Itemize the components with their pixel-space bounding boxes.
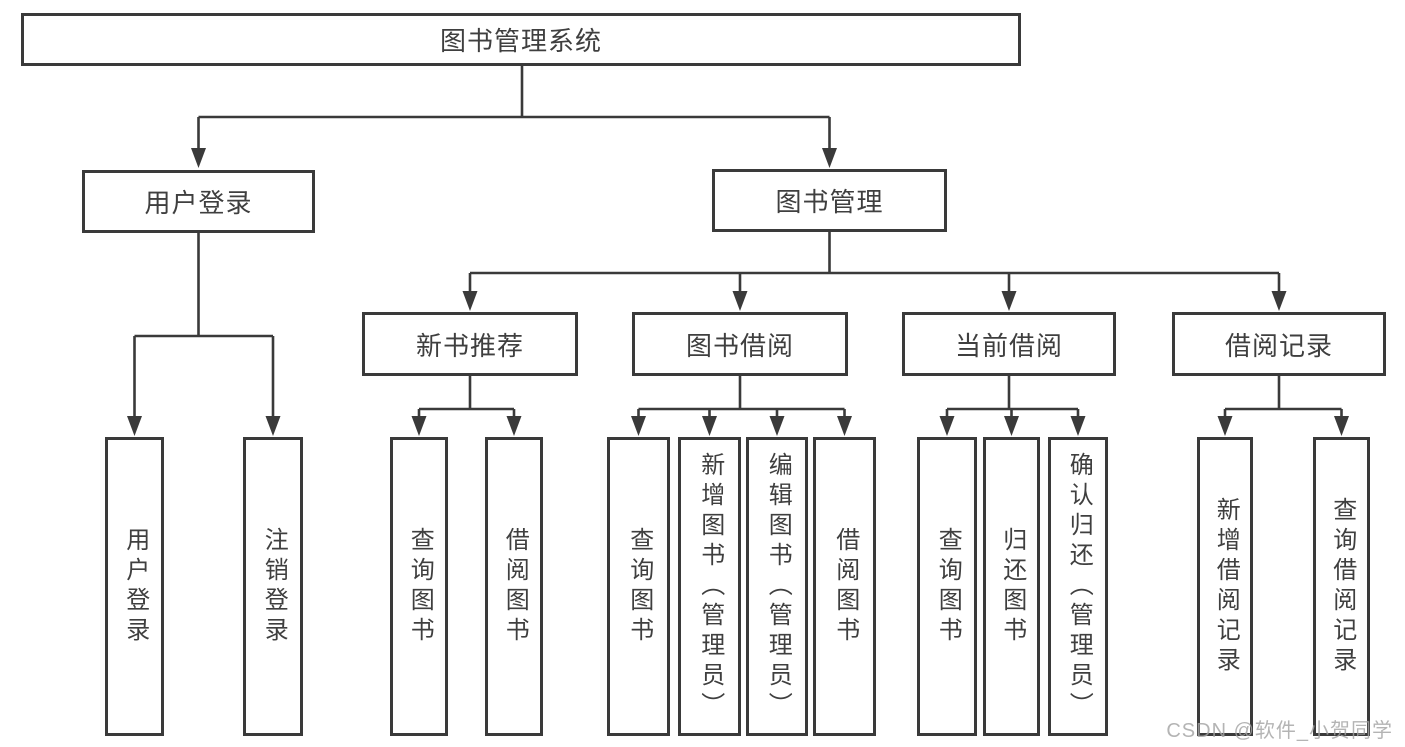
leaf-edit-book-admin: 编辑图书（管理员） [746, 437, 808, 736]
leaf-confirm-return-admin-label: 确认归还（管理员） [1065, 451, 1093, 722]
connector-root-to-branches [191, 66, 837, 168]
watermark: CSDN @软件_小贺同学 [1166, 720, 1393, 742]
leaf-query-books-borrow-label: 查询图书 [625, 526, 653, 647]
connector-user-login-to-leaves [127, 233, 281, 436]
leaf-add-book-admin: 新增图书（管理员） [678, 437, 741, 736]
leaf-logout: 注销登录 [243, 437, 303, 736]
leaf-borrow-books-recommend: 借阅图书 [485, 437, 543, 736]
leaf-add-borrow-record-label: 新增借阅记录 [1212, 496, 1240, 677]
leaf-query-books-recommend: 查询图书 [390, 437, 448, 736]
leaf-borrow-books: 借阅图书 [813, 437, 876, 736]
leaf-query-books-current-label: 查询图书 [934, 526, 962, 647]
connector-current-borrow-to-leaves [939, 376, 1086, 436]
connector-new-book-to-leaves [411, 376, 522, 436]
leaf-query-books-current: 查询图书 [917, 437, 977, 736]
leaf-confirm-return-admin: 确认归还（管理员） [1048, 437, 1108, 736]
leaf-borrow-books-recommend-label: 借阅图书 [501, 526, 529, 647]
node-root: 图书管理系统 [21, 13, 1021, 66]
leaf-logout-label: 注销登录 [260, 526, 288, 647]
node-current-borrow: 当前借阅 [902, 312, 1116, 376]
leaf-return-book: 归还图书 [983, 437, 1040, 736]
leaf-query-borrow-record-label: 查询借阅记录 [1328, 496, 1356, 677]
node-book-management: 图书管理 [712, 169, 947, 232]
leaf-add-borrow-record: 新增借阅记录 [1197, 437, 1253, 736]
node-book-borrow: 图书借阅 [632, 312, 848, 376]
leaf-user-login-label: 用户登录 [121, 526, 149, 647]
leaf-borrow-books-label: 借阅图书 [831, 526, 859, 647]
node-new-book-recommend: 新书推荐 [362, 312, 578, 376]
connector-borrow-records-to-leaves [1217, 376, 1349, 436]
leaf-query-books-recommend-label: 查询图书 [406, 526, 434, 647]
leaf-return-book-label: 归还图书 [998, 526, 1026, 647]
connector-book-borrow-to-leaves [631, 376, 852, 436]
connector-book-management-to-level3 [462, 232, 1287, 311]
leaf-add-book-admin-label: 新增图书（管理员） [696, 451, 724, 722]
leaf-query-borrow-record: 查询借阅记录 [1313, 437, 1370, 736]
node-borrow-records: 借阅记录 [1172, 312, 1386, 376]
leaf-user-login: 用户登录 [105, 437, 164, 736]
node-user-login: 用户登录 [82, 170, 315, 233]
leaf-edit-book-admin-label: 编辑图书（管理员） [764, 451, 792, 722]
leaf-query-books-borrow: 查询图书 [607, 437, 670, 736]
